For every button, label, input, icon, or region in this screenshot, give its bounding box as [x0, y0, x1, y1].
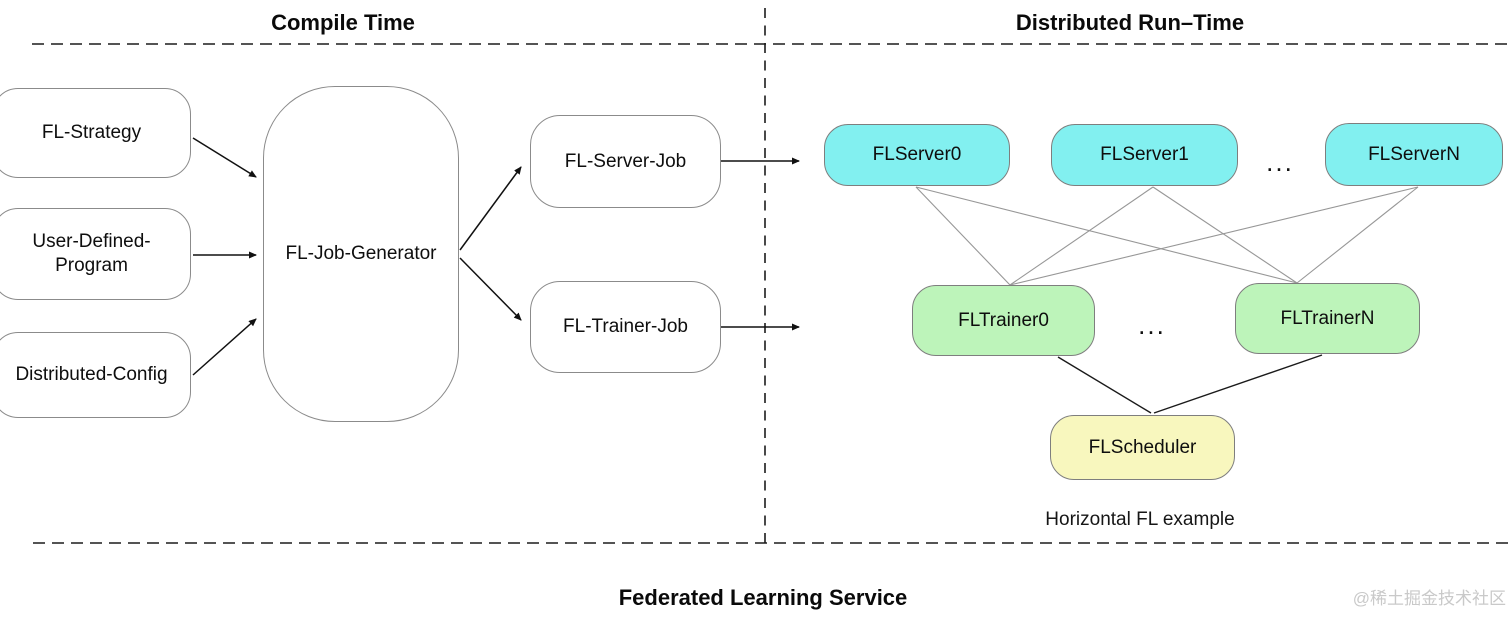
link-server0-trainerN	[915, 186, 1298, 284]
node-flserver0: FLServer0	[824, 124, 1010, 186]
link-server1-trainer0	[1009, 186, 1154, 286]
compile-time-header: Compile Time	[271, 10, 415, 35]
node-label: FLServer1	[1100, 144, 1189, 166]
node-label: FL-Trainer-Job	[563, 316, 688, 338]
horizontal-fl-caption: Horizontal FL example	[1045, 509, 1235, 530]
node-fl-trainer-job: FL-Trainer-Job	[530, 281, 721, 373]
node-label: FL-Strategy	[41, 122, 142, 144]
diagram-title: Federated Learning Service	[618, 585, 908, 610]
node-label: FLScheduler	[1088, 436, 1197, 458]
node-fl-strategy: FL-Strategy	[0, 88, 191, 178]
link-trainer0-scheduler	[1057, 356, 1152, 414]
node-fltrainer0: FLTrainer0	[912, 285, 1095, 356]
node-flserver1: FLServer1	[1051, 124, 1238, 186]
node-label: FLTrainerN	[1280, 307, 1375, 329]
node-fl-job-generator: FL-Job-Generator	[263, 86, 459, 422]
node-flscheduler: FLScheduler	[1050, 415, 1235, 480]
arrow-strategy-to-generator	[192, 137, 257, 178]
node-label: FL-Server-Job	[564, 150, 687, 172]
node-label: User-Defined- Program	[32, 231, 151, 276]
node-label: FLServer0	[872, 144, 962, 166]
arrow-config-to-generator	[192, 318, 257, 376]
node-label: FLServerN	[1368, 143, 1460, 165]
arrow-generator-to-trainerjob	[459, 257, 522, 321]
node-distributed-config: Distributed-Config	[0, 332, 191, 418]
trainers-ellipsis: ...	[1138, 310, 1166, 340]
distributed-runtime-header: Distributed Run–Time	[1015, 10, 1245, 35]
node-flserverN: FLServerN	[1325, 123, 1503, 186]
node-label: FLTrainer0	[958, 309, 1049, 331]
node-label: FL-Job-Generator	[285, 243, 437, 265]
watermark: @稀土掘金技术社区	[1352, 589, 1506, 608]
node-fltrainerN: FLTrainerN	[1235, 283, 1420, 354]
node-label: Distributed-Config	[15, 364, 168, 386]
node-user-defined-program: User-Defined- Program	[0, 208, 191, 300]
link-server1-trainerN	[1152, 186, 1298, 284]
node-fl-server-job: FL-Server-Job	[530, 115, 721, 208]
link-serverN-trainerN	[1296, 186, 1419, 284]
link-serverN-trainer0	[1009, 186, 1419, 286]
link-server0-trainer0	[915, 186, 1011, 286]
arrow-generator-to-serverjob	[459, 166, 522, 251]
link-trainerN-scheduler	[1153, 354, 1323, 414]
servers-ellipsis: ...	[1266, 147, 1294, 177]
